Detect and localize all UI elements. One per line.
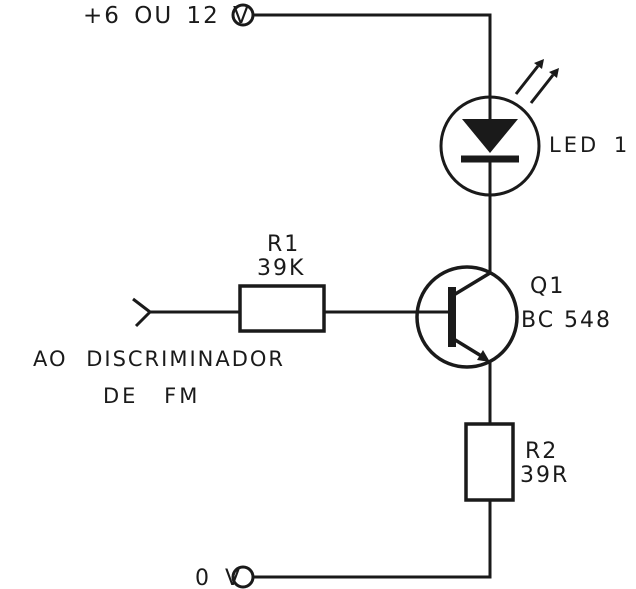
power-rail-label: +6 OU 12 V <box>83 3 251 29</box>
input-caption-line2: DE FM <box>103 384 200 408</box>
q1-part-label: BC 548 <box>521 308 612 333</box>
transistor-envelope-circle <box>415 265 519 369</box>
ground-rail-label: 0 V <box>195 566 242 589</box>
led-anode-triangle <box>462 119 518 153</box>
input-terminal-arrow-icon <box>132 297 152 328</box>
r2-ref-label: R2 <box>525 439 558 464</box>
input-caption-line1: AO DISCRIMINADOR <box>33 347 285 371</box>
r1-value-label: 39K <box>257 256 305 281</box>
q1-ref-label: Q1 <box>530 274 565 299</box>
r1-ref-label: R1 <box>267 232 300 257</box>
ground-terminal <box>231 565 255 589</box>
transistor-emitter-lead <box>451 336 484 359</box>
transistor-emitter-arrowhead <box>477 350 490 362</box>
resistor-r1-body <box>238 284 326 333</box>
transistor-collector-lead <box>451 271 491 298</box>
resistor-r2-body <box>464 422 515 502</box>
led-ref-label: LED 1 <box>549 133 630 157</box>
light-emission-arrows-icon <box>514 59 559 104</box>
r2-value-label: 39R <box>520 463 569 488</box>
